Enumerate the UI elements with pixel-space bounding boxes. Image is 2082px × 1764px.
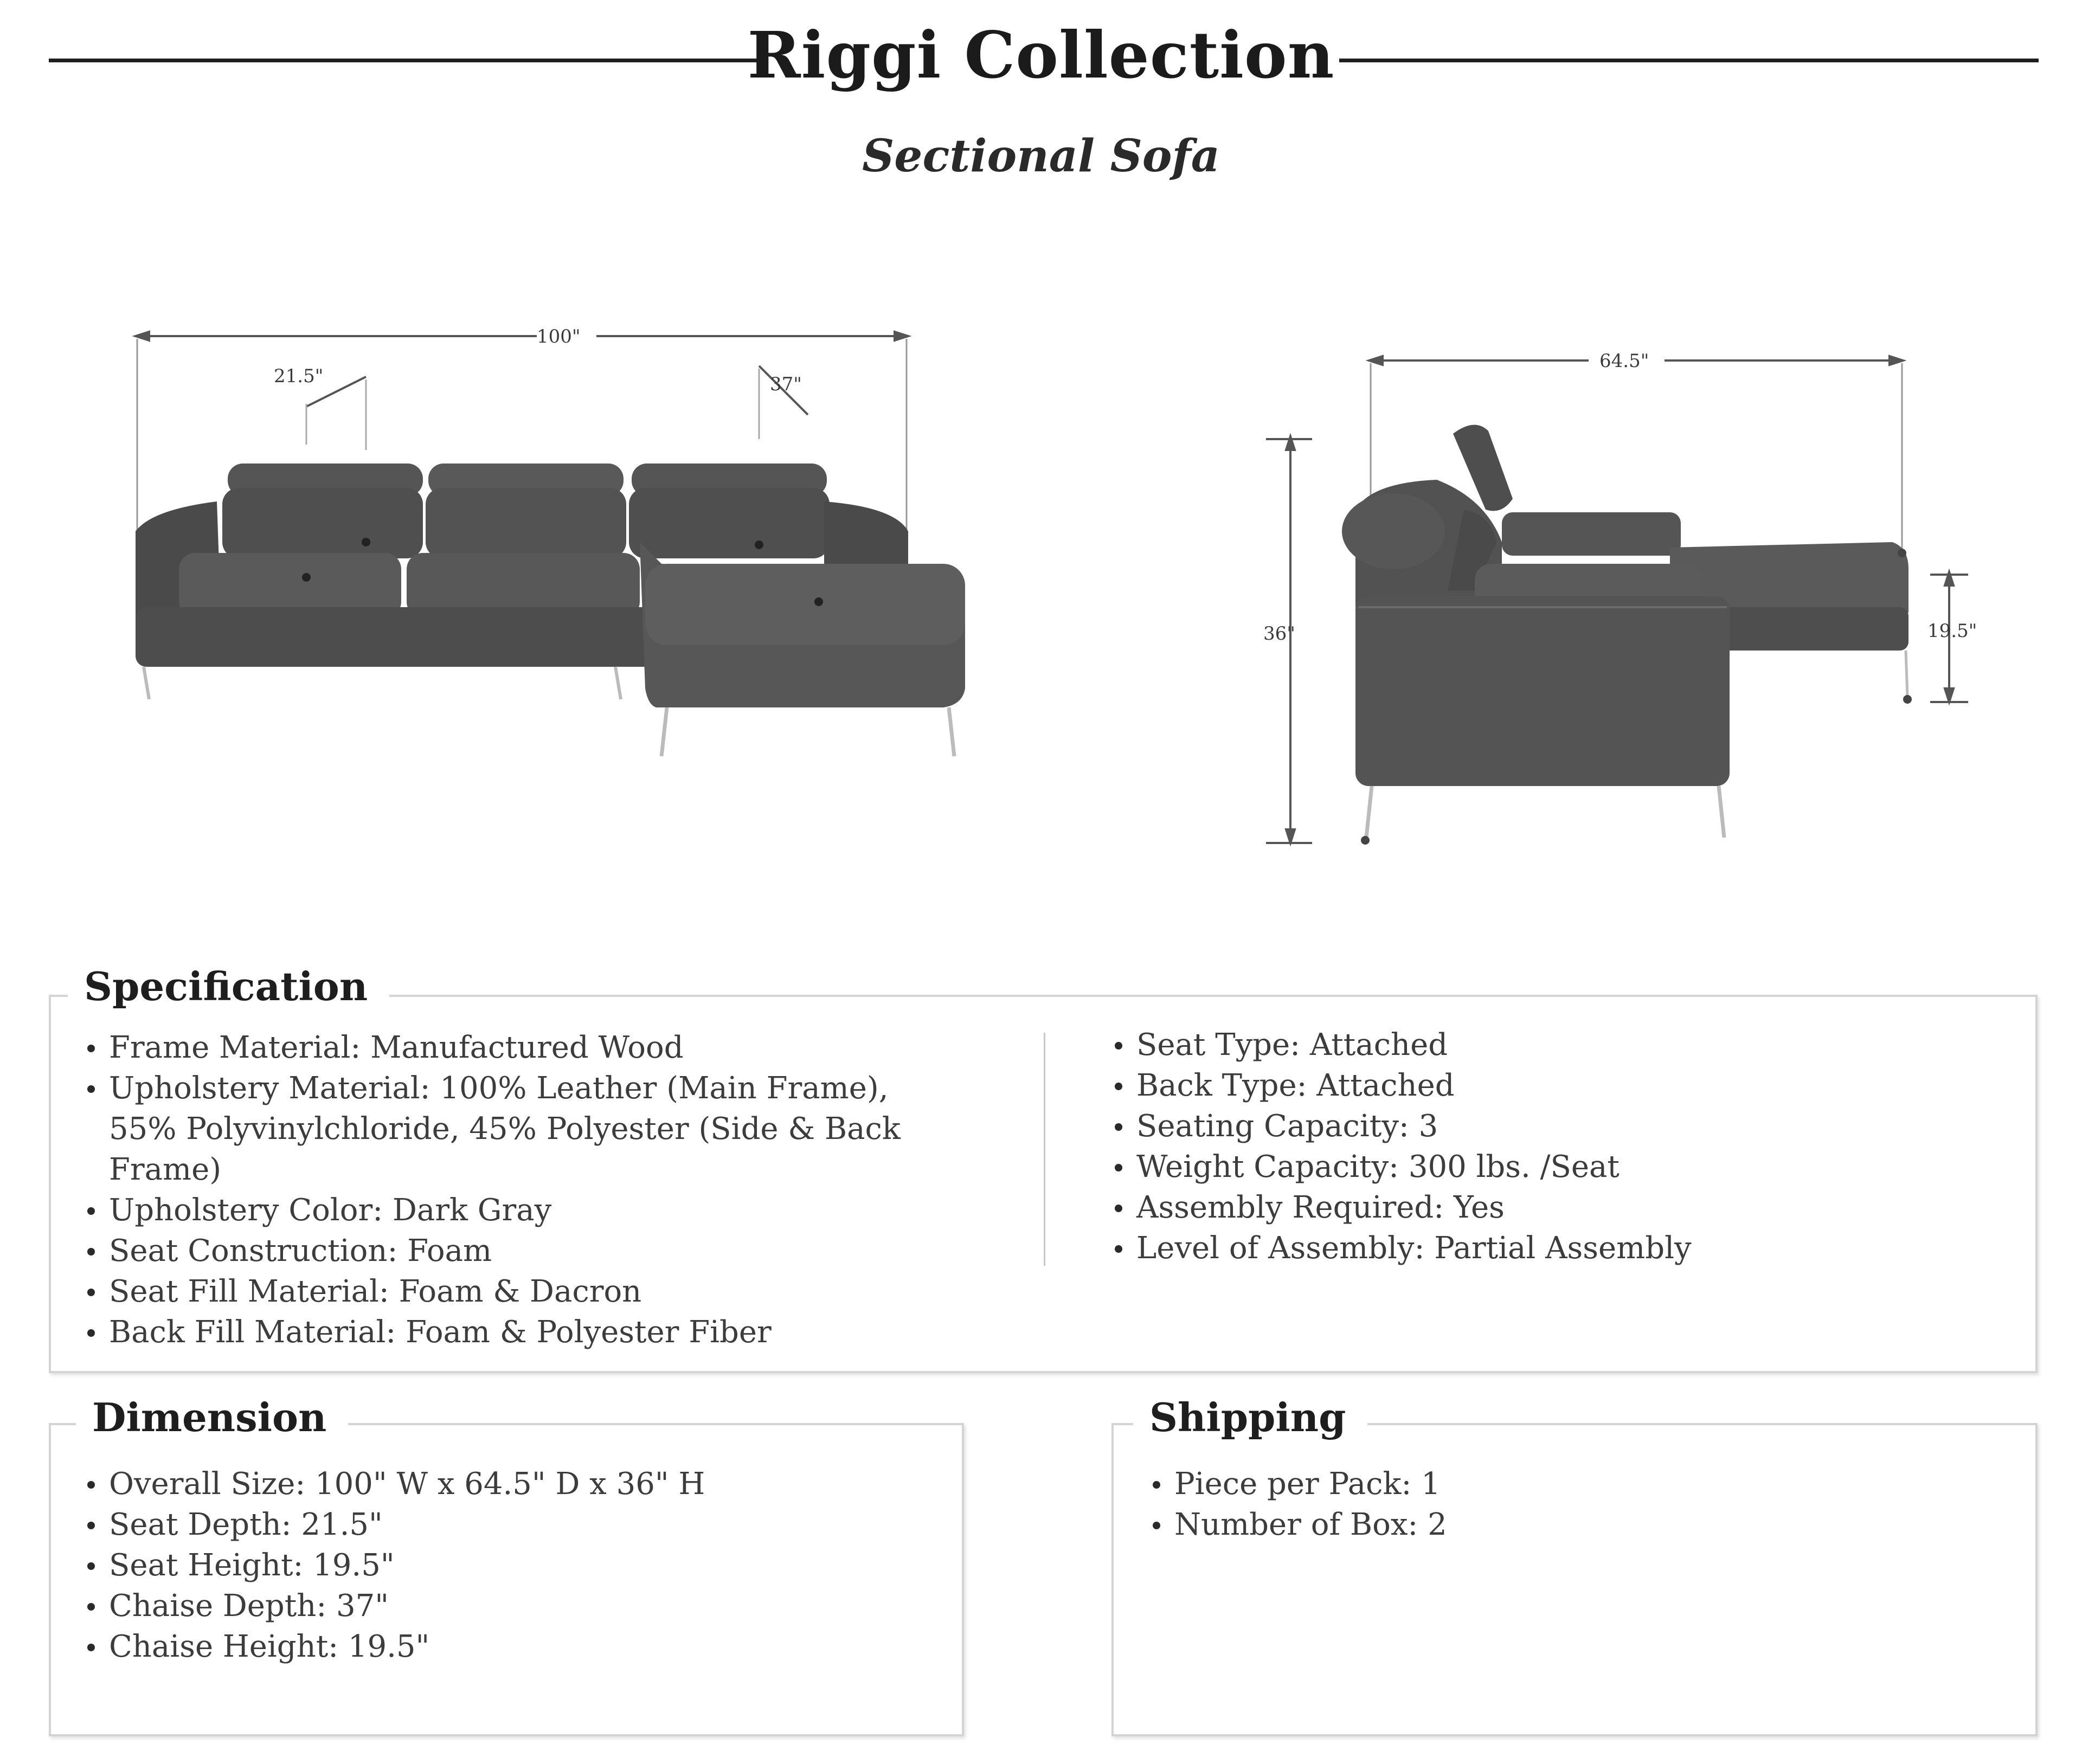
front-view-drawing: 100" 21.5" 37" <box>132 326 965 757</box>
spec-item: Level of Assembly: Partial Assembly <box>1111 1228 1979 1269</box>
side-height-label: 36" <box>1263 623 1295 645</box>
spec-item: Chaise Height: 19.5" <box>84 1626 930 1667</box>
shipping-title: Shipping <box>1133 1390 1368 1445</box>
shipping-panel <box>1111 1423 2038 1736</box>
spec-item: Number of Box: 2 <box>1149 1504 1995 1545</box>
spec-item: Back Fill Material: Foam & Polyester Fib… <box>84 1312 962 1353</box>
spec-item: Back Type: Attached <box>1111 1065 1979 1106</box>
spec-item: Chaise Depth: 37" <box>84 1586 930 1626</box>
dimension-panel <box>49 1423 964 1736</box>
specification-panel <box>49 995 2038 1373</box>
spec-item: Weight Capacity: 300 lbs. /Seat <box>1111 1147 1979 1187</box>
page-subtitle: Sectional Sofa <box>862 130 1220 182</box>
seat-depth-label: 21.5" <box>274 365 323 387</box>
spec-item: Seat Construction: Foam <box>84 1231 962 1271</box>
front-sofa <box>136 463 965 757</box>
spec-item: Seat Depth: 21.5" <box>84 1504 930 1545</box>
specification-title: Specification <box>68 960 390 1014</box>
chaise-depth-label: 37" <box>770 374 802 395</box>
dimension-title: Dimension <box>76 1390 349 1445</box>
front-width-label: 100" <box>537 326 581 347</box>
spec-item: Seating Capacity: 3 <box>1111 1106 1979 1147</box>
spec-item: Overall Size: 100" W x 64.5" D x 36" H <box>84 1464 930 1504</box>
side-dimension-lines <box>1266 355 1968 847</box>
spec-item: Assembly Required: Yes <box>1111 1187 1979 1228</box>
side-sofa <box>1342 424 1912 845</box>
side-depth-label: 64.5" <box>1599 350 1649 372</box>
spec-item: Seat Fill Material: Foam & Dacron <box>84 1271 962 1312</box>
page-title: Riggi Collection <box>747 17 1335 93</box>
spec-item: Upholstery Color: Dark Gray <box>84 1190 962 1231</box>
specification-divider <box>1044 1033 1045 1266</box>
title-rule-right <box>1339 59 2039 62</box>
front-dimension-lines <box>132 330 912 531</box>
side-seat-height-label: 19.5" <box>1927 620 1977 642</box>
spec-item: Seat Type: Attached <box>1111 1025 1979 1065</box>
side-view-drawing: 64.5" 36" 19.5" <box>1263 350 1977 847</box>
spec-item: Piece per Pack: 1 <box>1149 1464 1995 1504</box>
title-rule-left <box>49 59 764 62</box>
spec-item: Seat Height: 19.5" <box>84 1545 930 1586</box>
header: Riggi Collection <box>0 11 2082 93</box>
spec-item: Frame Material: Manufactured Wood <box>84 1027 962 1068</box>
spec-item: Upholstery Material: 100% Leather (Main … <box>84 1068 962 1190</box>
